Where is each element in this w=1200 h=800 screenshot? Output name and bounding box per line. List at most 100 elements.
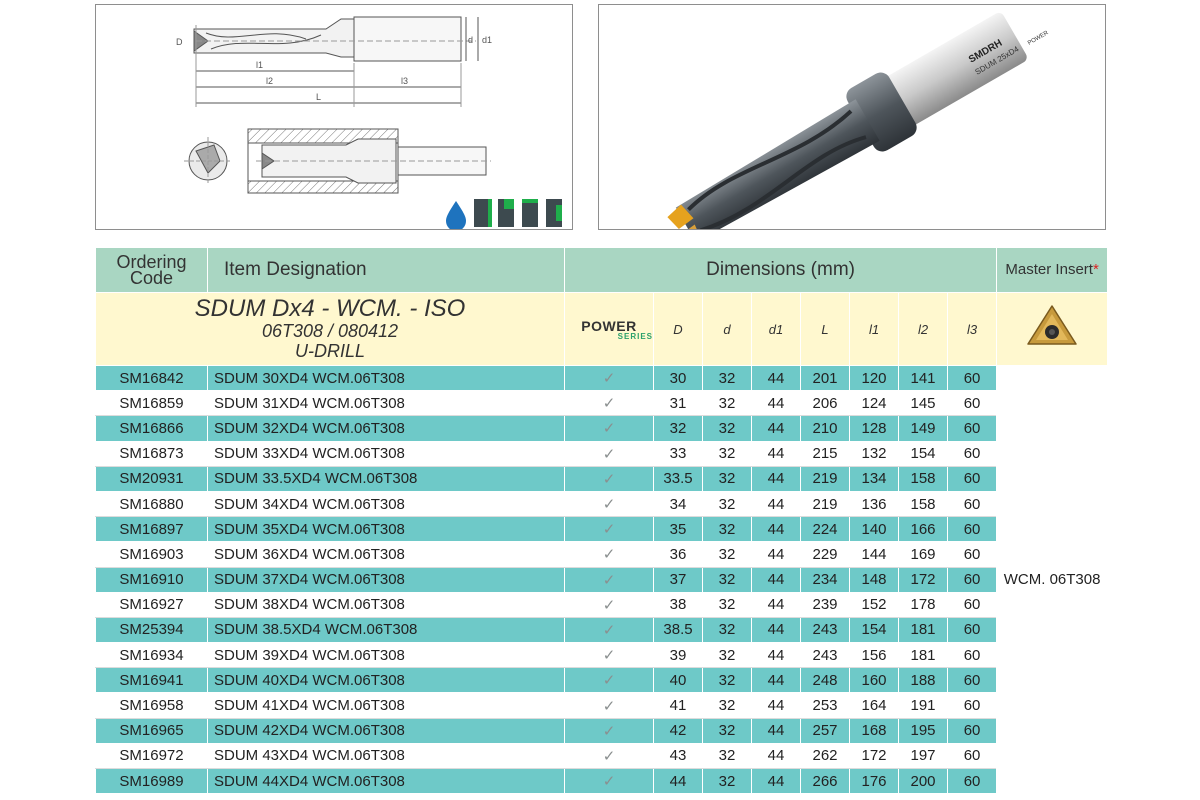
power-series-text: SERIES — [617, 331, 653, 341]
dim-D-cell: 33 — [653, 440, 703, 467]
dim-l3-cell: 60 — [946, 440, 998, 467]
power-series-check-icon: ✓ — [564, 364, 654, 392]
dim-l2-cell: 195 — [898, 717, 948, 744]
dim-L-cell: 206 — [800, 390, 850, 417]
item-designation-cell: SDUM 37XD4 WCM.06T308 — [207, 566, 565, 593]
dim-D-cell: 35 — [653, 516, 703, 543]
dim-d1-cell: 44 — [751, 490, 801, 518]
dim-l2-cell: 188 — [898, 667, 948, 694]
ordering-code-cell: SM25394 — [95, 616, 208, 644]
master-insert-label: Master Insert — [1005, 261, 1093, 278]
dim-L-cell: 243 — [800, 616, 850, 644]
drill-product-image: SMDRH SDUM 25xD4 POWER — [667, 12, 1050, 247]
table-subheader-row: SDUM Dx4 - WCM. - ISO 06T308 / 080412 U-… — [95, 292, 1109, 366]
dim-l2-cell: 169 — [898, 541, 948, 568]
dim-l1-cell: 156 — [849, 642, 899, 669]
dim-l1-cell: 144 — [849, 541, 899, 568]
dim-l1-cell: 172 — [849, 742, 899, 770]
ordering-code-cell: SM16934 — [95, 642, 208, 669]
dim-l3-cell: 60 — [946, 591, 998, 618]
material-block-icon — [546, 199, 562, 227]
dim-l2-cell: 181 — [898, 616, 948, 644]
dim-l2-cell: 141 — [898, 364, 948, 392]
header-item-designation: Item Designation — [207, 247, 565, 293]
dim-d-cell: 32 — [702, 717, 752, 744]
product-table: Ordering Code Item Designation Dimension… — [95, 247, 1109, 795]
dim-L-cell: 219 — [800, 490, 850, 518]
ordering-code-cell: SM16941 — [95, 667, 208, 694]
dim-L-cell: 262 — [800, 742, 850, 770]
dim-label-d: d — [468, 35, 473, 45]
dim-L-cell: 243 — [800, 642, 850, 669]
dim-l3-cell: 60 — [946, 541, 998, 568]
dim-L-cell: 248 — [800, 667, 850, 694]
table-header-row: Ordering Code Item Designation Dimension… — [95, 247, 1109, 293]
dim-l3-cell: 60 — [946, 415, 998, 442]
dim-label-l3: l3 — [401, 76, 408, 86]
dim-L-cell: 257 — [800, 717, 850, 744]
dim-l1-cell: 168 — [849, 717, 899, 744]
item-designation-cell: SDUM 38.5XD4 WCM.06T308 — [207, 616, 565, 644]
item-designation-cell: SDUM 40XD4 WCM.06T308 — [207, 667, 565, 694]
material-block-icon — [522, 199, 538, 227]
dim-l1-cell: 154 — [849, 616, 899, 644]
insert-icon — [1027, 304, 1077, 345]
dim-L-cell: 201 — [800, 364, 850, 392]
dim-D-cell: 37 — [653, 566, 703, 593]
dim-l2-cell: 154 — [898, 440, 948, 467]
dim-D-cell: 41 — [653, 692, 703, 719]
dim-l3-cell: 60 — [946, 717, 998, 744]
dim-d1-cell: 44 — [751, 566, 801, 593]
ordering-code-cell: SM16910 — [95, 566, 208, 593]
ordering-code-cell: SM16866 — [95, 415, 208, 442]
master-insert-value: WCM. 06T308 — [996, 364, 1109, 795]
dim-L-cell: 215 — [800, 440, 850, 467]
dim-l2-cell: 166 — [898, 516, 948, 543]
header-master-insert: Master Insert* — [996, 247, 1109, 293]
dim-L-cell: 224 — [800, 516, 850, 543]
title-line-2: 06T308 / 080412 — [261, 321, 399, 341]
dim-l3-cell: 60 — [946, 490, 998, 518]
power-series-check-icon: ✓ — [564, 516, 654, 543]
dim-l2-cell: 178 — [898, 591, 948, 618]
dim-d-cell: 32 — [702, 566, 752, 593]
dim-d-cell: 32 — [702, 415, 752, 442]
ordering-code-cell: SM16965 — [95, 717, 208, 744]
item-designation-cell: SDUM 39XD4 WCM.06T308 — [207, 642, 565, 669]
item-designation-cell: SDUM 33XD4 WCM.06T308 — [207, 440, 565, 467]
dim-l2-cell: 149 — [898, 415, 948, 442]
power-series-check-icon: ✓ — [564, 415, 654, 442]
ordering-code-cell: SM16927 — [95, 591, 208, 618]
dim-d1-cell: 44 — [751, 692, 801, 719]
shank-power-text: POWER — [1027, 30, 1050, 47]
item-designation-cell: SDUM 36XD4 WCM.06T308 — [207, 541, 565, 568]
power-series-check-icon: ✓ — [564, 541, 654, 568]
dim-d1-cell: 44 — [751, 616, 801, 644]
ordering-code-cell: SM16859 — [95, 390, 208, 417]
dim-l3-cell: 60 — [946, 692, 998, 719]
power-series-check-icon: ✓ — [564, 742, 654, 770]
dim-l3-cell: 60 — [946, 742, 998, 770]
dim-l3-cell: 60 — [946, 516, 998, 543]
power-series-check-icon: ✓ — [564, 692, 654, 719]
dim-l3-cell: 60 — [946, 667, 998, 694]
dim-d-cell: 32 — [702, 742, 752, 770]
dim-D-cell: 38.5 — [653, 616, 703, 644]
power-series-check-icon: ✓ — [564, 490, 654, 518]
dim-l1-cell: 128 — [849, 415, 899, 442]
dim-D-cell: 43 — [653, 742, 703, 770]
dim-d1-cell: 44 — [751, 717, 801, 744]
dim-d-cell: 32 — [702, 616, 752, 644]
dim-label-L: L — [316, 92, 321, 102]
dim-l1-cell: 152 — [849, 591, 899, 618]
ordering-code-cell: SM16897 — [95, 516, 208, 543]
dim-L-cell: 253 — [800, 692, 850, 719]
dim-d1-cell: 44 — [751, 767, 801, 795]
